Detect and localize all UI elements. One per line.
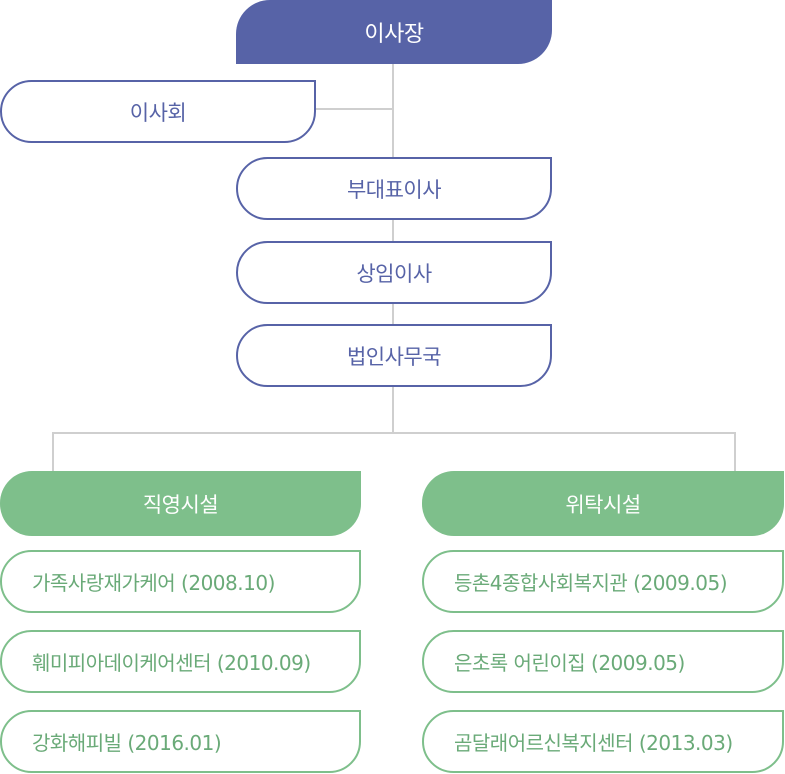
direct-facilities-header: 직영시설 [0,471,361,536]
consigned-facility-item: 등촌4종합사회복지관 (2009.05) [422,550,784,613]
standing-director-box: 상임이사 [236,241,552,304]
vice-president-box: 부대표이사 [236,157,552,220]
consigned-facility-item: 곰달래어르신복지센터 (2013.03) [422,710,784,773]
branch-right-connector [734,432,736,472]
corporate-office-box: 법인사무국 [236,324,552,387]
branch-horizontal-connector [52,432,736,434]
direct-facility-item: 강화해피빌 (2016.01) [0,710,361,773]
direct-facility-item: 훼미피아데이케어센터 (2010.09) [0,630,361,693]
board-connector [315,108,393,110]
consigned-facility-item: 은초록 어린이집 (2009.05) [422,630,784,693]
chairman-box: 이사장 [236,0,552,64]
branch-left-connector [52,432,54,472]
board-box: 이사회 [0,80,316,143]
direct-facility-item: 가족사랑재가케어 (2008.10) [0,550,361,613]
consigned-facilities-header: 위탁시설 [422,471,784,536]
